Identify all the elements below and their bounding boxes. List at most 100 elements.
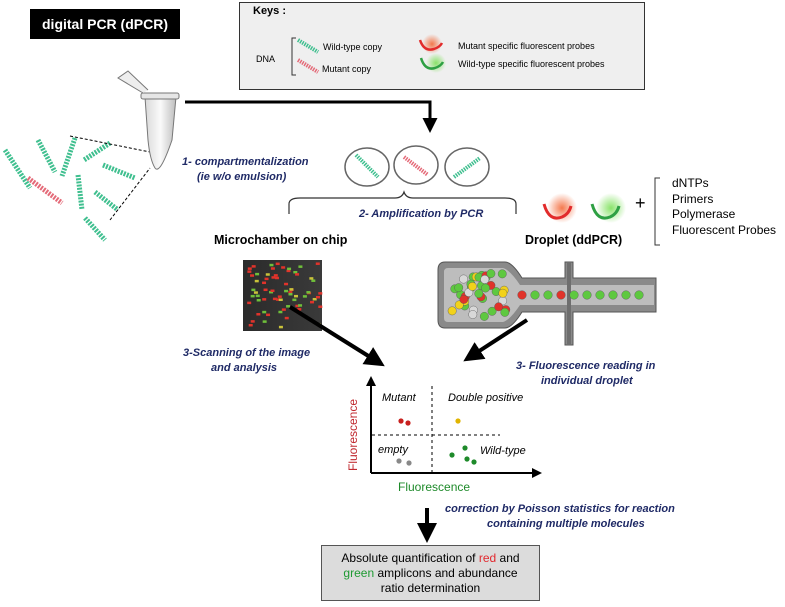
chip-partition-dot: [318, 305, 323, 308]
chip-partition-dot: [306, 291, 311, 294]
keys-wild-type-copy: Wild-type copy: [323, 42, 383, 52]
chip-partition-dot: [262, 310, 267, 314]
chip-partition-dot: [251, 265, 256, 268]
chip-partition-dot: [270, 267, 275, 270]
result-text: Absolute quantification of red and green…: [341, 551, 519, 596]
droplet-dot: [543, 290, 553, 300]
step2-label: 2- Amplification by PCR: [359, 208, 484, 220]
result-part1: Absolute quantification of: [341, 550, 479, 565]
droplet-dot: [530, 290, 540, 300]
chip-partition-dot: [256, 313, 261, 316]
droplet-dot: [467, 282, 477, 291]
wild-type-dna-icon: [296, 38, 320, 54]
keys-mutant-copy: Mutant copy: [322, 64, 372, 74]
chip-partition-dot: [254, 279, 259, 283]
chip-partition-dot: [265, 273, 270, 276]
chip-partition-dot: [310, 300, 315, 304]
wild-type-point: [464, 456, 470, 462]
plot-x-axis-label: Fluorescence: [398, 480, 471, 494]
chip-partition-dot: [255, 272, 260, 276]
droplet-chip-image: [437, 261, 657, 346]
chip-partition-dot: [293, 294, 298, 298]
droplet-dot: [556, 290, 566, 300]
flow-arrow-right: [463, 318, 529, 362]
empty-point: [396, 458, 402, 464]
chip-partition-dot: [295, 273, 300, 276]
chip-partition-dot: [266, 313, 271, 317]
step3a-line2: and analysis: [211, 362, 278, 374]
keys-dna-label: DNA: [256, 54, 276, 64]
chip-partition-dot: [298, 265, 303, 268]
reagent-item: dNTPs: [672, 176, 709, 190]
chip-partition-dot: [315, 262, 320, 265]
step3b-line1: 3- Fluorescence reading in: [516, 360, 656, 372]
chip-partition-dot: [251, 288, 256, 292]
step1-line1: 1- compartmentalization: [182, 156, 309, 168]
chip-partition-dot: [278, 325, 283, 329]
chip-partition-dot: [276, 298, 281, 301]
step3b-line2: individual droplet: [541, 375, 633, 387]
chip-partition-dot: [311, 279, 316, 282]
mutant-point: [405, 420, 411, 426]
chip-partition-dot: [284, 316, 289, 320]
chip-partition-dot: [269, 263, 274, 267]
chip-partition-dot: [256, 298, 261, 302]
chip-partition-dot: [262, 281, 267, 285]
droplet-dot: [480, 275, 490, 284]
mutant-probe-icon: [418, 34, 444, 54]
reagent-item: Primers: [672, 191, 714, 206]
chip-partition-dot: [275, 262, 280, 266]
droplet-dot: [454, 283, 464, 293]
empty-point: [406, 460, 412, 466]
microchamber-label: Microchamber on chip: [214, 233, 348, 247]
chip-partition-dot: [293, 270, 298, 274]
quadrant-double-positive: Double positive: [448, 392, 524, 404]
chip-partition-dot: [274, 276, 279, 280]
chip-partition-dot: [278, 298, 283, 302]
flow-arrow-top: [185, 100, 438, 133]
pcr-tube-icon: [117, 70, 180, 170]
droplet-dot: [498, 288, 508, 298]
scatter-plot: [366, 376, 542, 478]
droplet-dot: [487, 306, 497, 316]
partition-circle-1: [344, 147, 390, 187]
reagent-item: Fluorescent Probes: [672, 222, 777, 237]
result-red-word: red: [478, 550, 497, 565]
droplet-dot: [634, 290, 644, 300]
result-line3: ratio determination: [380, 580, 481, 595]
wild-type-point: [449, 452, 455, 458]
zoom-line-bottom: [109, 167, 151, 221]
droplet-dot: [447, 306, 457, 316]
keys-title: Keys :: [253, 5, 287, 17]
wildtype-probe-icon-large: [590, 193, 626, 223]
chip-partition-dot: [318, 292, 323, 295]
chip-partition-dot: [278, 310, 283, 314]
droplet-dot: [500, 307, 510, 317]
mutant-probe-icon-large: [542, 193, 577, 223]
result-box: Absolute quantification of red and green…: [321, 545, 540, 601]
keys-dna-bracket: [291, 37, 296, 76]
chip-partition-dot: [248, 323, 253, 327]
chip-partition-dot: [289, 288, 294, 291]
chip-partition-dot: [287, 267, 292, 271]
droplet-dot: [494, 302, 504, 312]
droplet-dot: [569, 290, 579, 300]
keys-mutant-probe: Mutant specific fluorescent probes: [458, 41, 595, 51]
chip-partition-dot: [253, 291, 258, 294]
partition-circle-2: [393, 145, 439, 185]
chip-partition-dot: [288, 291, 293, 294]
reagents-list: dNTPs Primers Polymerase Fluorescent Pro…: [672, 176, 776, 238]
chip-partition-dot: [250, 320, 255, 323]
reagent-item: Polymerase: [672, 207, 736, 221]
microchamber-chip-image: [243, 260, 323, 331]
flow-arrow-left: [288, 305, 385, 367]
chip-partition-dot: [281, 266, 286, 269]
quadrant-mutant: Mutant: [382, 392, 416, 404]
correction-line1: correction by Poisson statistics for rea…: [445, 503, 675, 515]
chip-partition-dot: [262, 298, 267, 301]
chip-partition-dot: [298, 304, 303, 307]
reagents-bracket: [654, 177, 660, 246]
droplet-dot: [621, 290, 631, 300]
chip-partition-dot: [297, 308, 302, 311]
page-title: digital PCR (dPCR): [42, 16, 168, 32]
